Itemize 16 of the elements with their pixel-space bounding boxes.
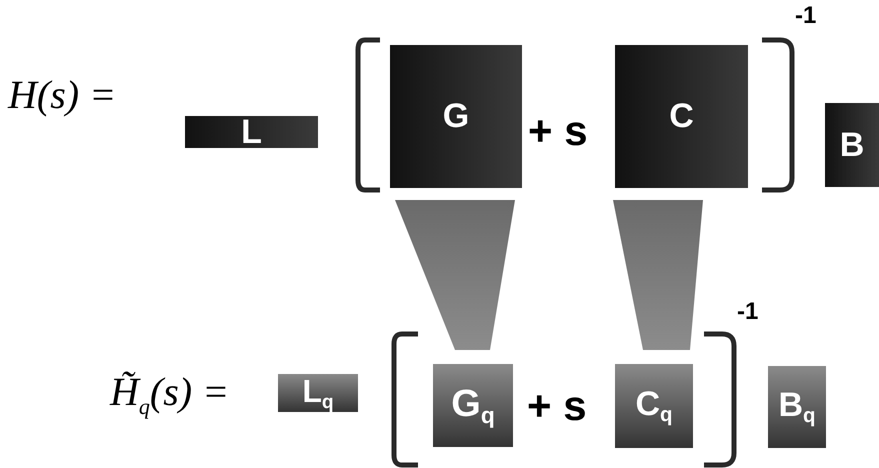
exponent-text: -1 <box>737 300 758 324</box>
matrix-box: L$_{q}$ <box>278 374 358 412</box>
equation-text: H̃$_{q}$(s) = <box>110 372 230 418</box>
equation-text: H(s) = <box>8 75 116 115</box>
exponent-text: -1 <box>795 4 816 28</box>
operator-text: + s <box>528 110 588 152</box>
matrix-box: G$_{q}$ <box>433 364 513 447</box>
matrix-box: G <box>390 45 522 188</box>
matrix-box: L <box>185 116 318 148</box>
funnel-connector <box>613 200 703 350</box>
funnel-connector <box>395 200 515 350</box>
matrix-box: C <box>615 45 748 188</box>
matrix-box: B$_{q}$ <box>768 366 826 448</box>
matrix-box: C$_{q}$ <box>615 364 693 448</box>
operator-text: + s <box>527 385 587 427</box>
matrix-box: B <box>825 103 879 187</box>
